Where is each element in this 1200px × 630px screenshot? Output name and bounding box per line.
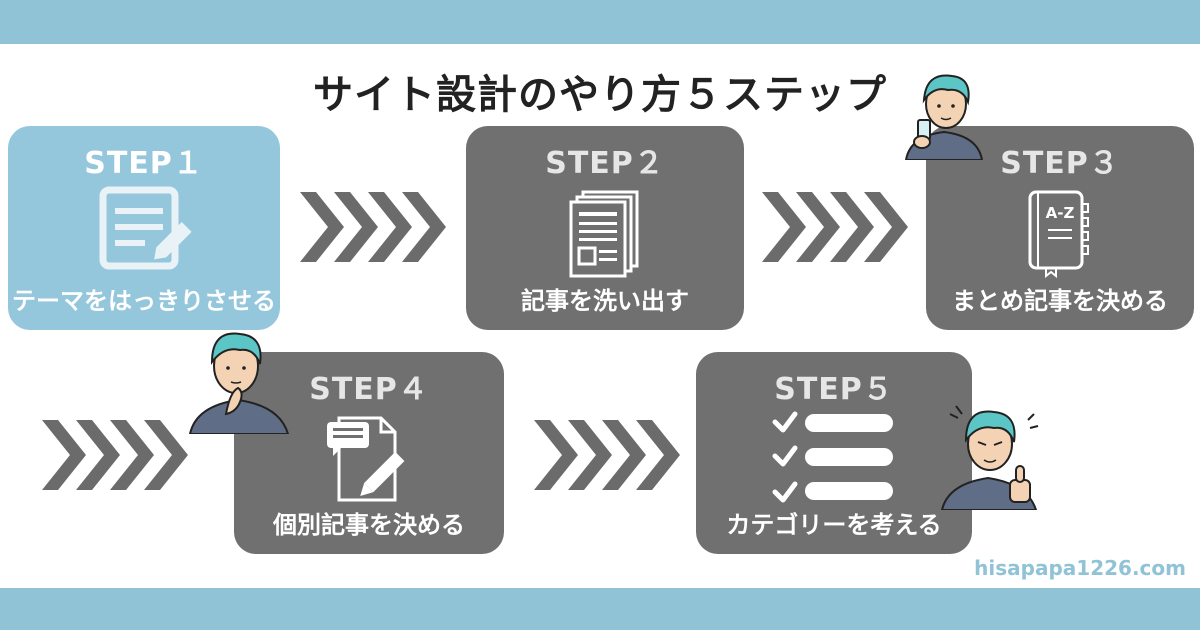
step-2-card[interactable]: STEP２ 記事を洗い出す <box>466 126 744 330</box>
step-4-label: STEP４ <box>309 372 429 407</box>
step-2-label: STEP２ <box>545 146 665 181</box>
step-1-card[interactable]: STEP１ テーマをはっきりさせる <box>8 126 280 330</box>
step-3-label: STEP３ <box>1000 146 1120 181</box>
step-5-card[interactable]: STEP５ カテゴリーを考える <box>696 352 972 554</box>
step-3-card[interactable]: STEP３ A-Z まとめ記事を決める <box>926 126 1194 330</box>
step-5-desc: カテゴリーを考える <box>726 511 942 539</box>
note-pencil-icon <box>99 186 192 270</box>
svg-text:A-Z: A-Z <box>1046 204 1075 222</box>
chevron-arrows-2 <box>762 192 908 262</box>
documents-icon <box>569 190 639 278</box>
step-2-desc: 記事を洗い出す <box>521 287 689 315</box>
avatar-thumbs-up <box>940 405 1039 510</box>
avatar-with-phone <box>904 74 984 160</box>
chevron-arrows-1 <box>300 192 446 262</box>
top-band <box>0 0 1200 44</box>
az-book-icon: A-Z <box>1028 190 1089 278</box>
chevron-arrows-4 <box>534 420 680 490</box>
document-chat-pencil-icon <box>327 416 405 502</box>
avatar-thinking <box>188 332 290 434</box>
bottom-band <box>0 588 1200 630</box>
site-domain[interactable]: hisapapa1226.com <box>974 556 1186 580</box>
step-4-desc: 個別記事を決める <box>273 511 465 539</box>
checklist-icon <box>772 411 893 503</box>
step-5-label: STEP５ <box>774 372 894 407</box>
step-4-card[interactable]: STEP４ 個別記事を決める <box>234 352 504 554</box>
step-1-label: STEP１ <box>84 146 204 181</box>
step-1-desc: テーマをはっきりさせる <box>12 287 276 315</box>
page-title: サイト設計のやり方５ステップ <box>313 72 887 118</box>
step-3-desc: まとめ記事を決める <box>952 287 1168 315</box>
chevron-arrows-3 <box>42 420 188 490</box>
